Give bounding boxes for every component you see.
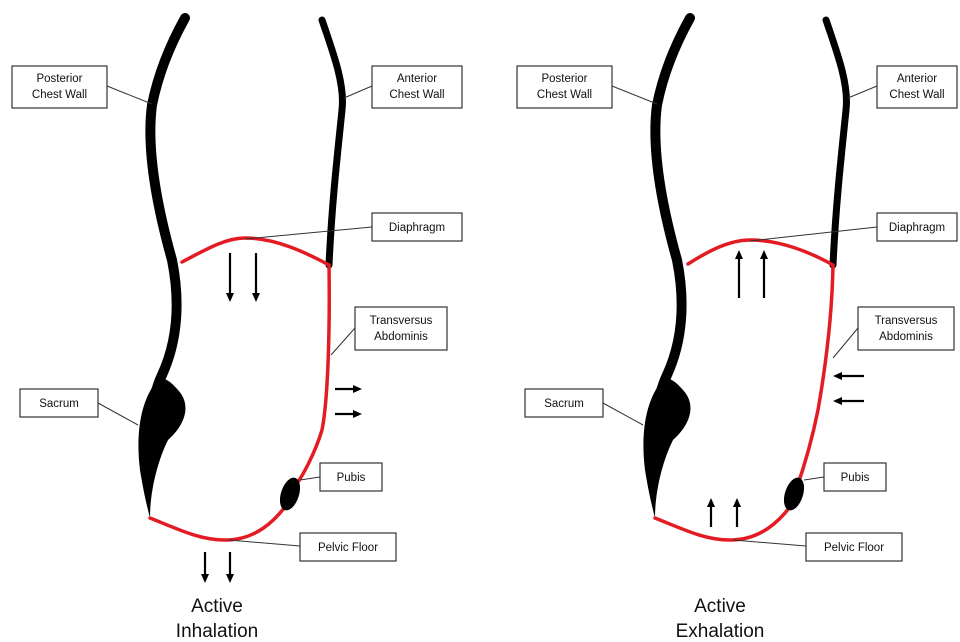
- label-diaphragm: Diaphragm: [372, 213, 462, 241]
- svg-text:Chest Wall: Chest Wall: [889, 89, 944, 101]
- svg-text:Anterior: Anterior: [897, 73, 937, 85]
- svg-text:Sacrum: Sacrum: [544, 398, 584, 410]
- svg-text:Active: Active: [694, 596, 746, 617]
- label-pubis: Pubis: [824, 463, 886, 491]
- label-posterior-chest-wall: Posterior Chest Wall: [517, 66, 612, 108]
- label-transversus-abdominis: Transversus Abdominis: [355, 307, 447, 350]
- pubis-shape: [780, 475, 808, 513]
- label-transversus-abdominis: Transversus Abdominis: [858, 307, 954, 350]
- svg-text:Pubis: Pubis: [337, 472, 366, 484]
- label-anterior-chest-wall: Anterior Chest Wall: [877, 66, 957, 108]
- svg-text:Exhalation: Exhalation: [676, 621, 765, 642]
- label-pelvic-floor: Pelvic Floor: [300, 533, 396, 561]
- abdominal-arrows-right: [335, 385, 362, 418]
- pelvic-floor-arrows-up: [707, 498, 741, 527]
- diaphragm-muscle: [688, 240, 833, 265]
- svg-text:Sacrum: Sacrum: [39, 398, 79, 410]
- svg-text:Pelvic Floor: Pelvic Floor: [318, 542, 378, 554]
- svg-text:Posterior: Posterior: [541, 73, 587, 85]
- svg-text:Anterior: Anterior: [397, 73, 437, 85]
- label-pubis: Pubis: [320, 463, 382, 491]
- svg-text:Active: Active: [191, 596, 243, 617]
- sacrum-shape: [138, 378, 185, 518]
- transversus-abdominis-muscle: [290, 265, 329, 492]
- svg-text:Chest Wall: Chest Wall: [389, 89, 444, 101]
- panel-inhalation: Posterior Chest Wall Anterior Chest Wall…: [12, 18, 462, 642]
- caption-inhalation: Active Inhalation: [176, 596, 258, 642]
- label-anterior-chest-wall: Anterior Chest Wall: [372, 66, 462, 108]
- diaphragm-arrows-up: [735, 250, 768, 298]
- transversus-abdominis-muscle: [796, 265, 833, 490]
- svg-text:Inhalation: Inhalation: [176, 621, 258, 642]
- svg-text:Pelvic Floor: Pelvic Floor: [824, 542, 884, 554]
- caption-exhalation: Active Exhalation: [676, 596, 765, 642]
- svg-text:Transversus: Transversus: [370, 315, 433, 327]
- svg-text:Transversus: Transversus: [875, 315, 938, 327]
- svg-text:Chest Wall: Chest Wall: [32, 89, 87, 101]
- anterior-chest-wall: [322, 20, 342, 265]
- svg-text:Chest Wall: Chest Wall: [537, 89, 592, 101]
- svg-text:Abdominis: Abdominis: [879, 331, 933, 343]
- pelvic-floor-muscle: [655, 500, 795, 540]
- anterior-chest-wall: [826, 20, 846, 265]
- svg-text:Posterior: Posterior: [36, 73, 82, 85]
- pelvic-floor-muscle: [150, 500, 290, 540]
- diaphragm-arrows-down: [226, 253, 260, 302]
- label-diaphragm: Diaphragm: [877, 213, 957, 241]
- sacrum-shape: [643, 378, 690, 518]
- svg-text:Diaphragm: Diaphragm: [889, 222, 945, 234]
- panel-exhalation: Posterior Chest Wall Anterior Chest Wall…: [517, 18, 957, 642]
- label-sacrum: Sacrum: [525, 389, 603, 417]
- pelvic-floor-arrows-down: [201, 552, 234, 583]
- svg-text:Abdominis: Abdominis: [374, 331, 428, 343]
- svg-text:Pubis: Pubis: [841, 472, 870, 484]
- label-sacrum: Sacrum: [20, 389, 98, 417]
- svg-text:Diaphragm: Diaphragm: [389, 222, 445, 234]
- label-posterior-chest-wall: Posterior Chest Wall: [12, 66, 107, 108]
- label-pelvic-floor: Pelvic Floor: [806, 533, 902, 561]
- abdominal-arrows-left: [833, 372, 864, 405]
